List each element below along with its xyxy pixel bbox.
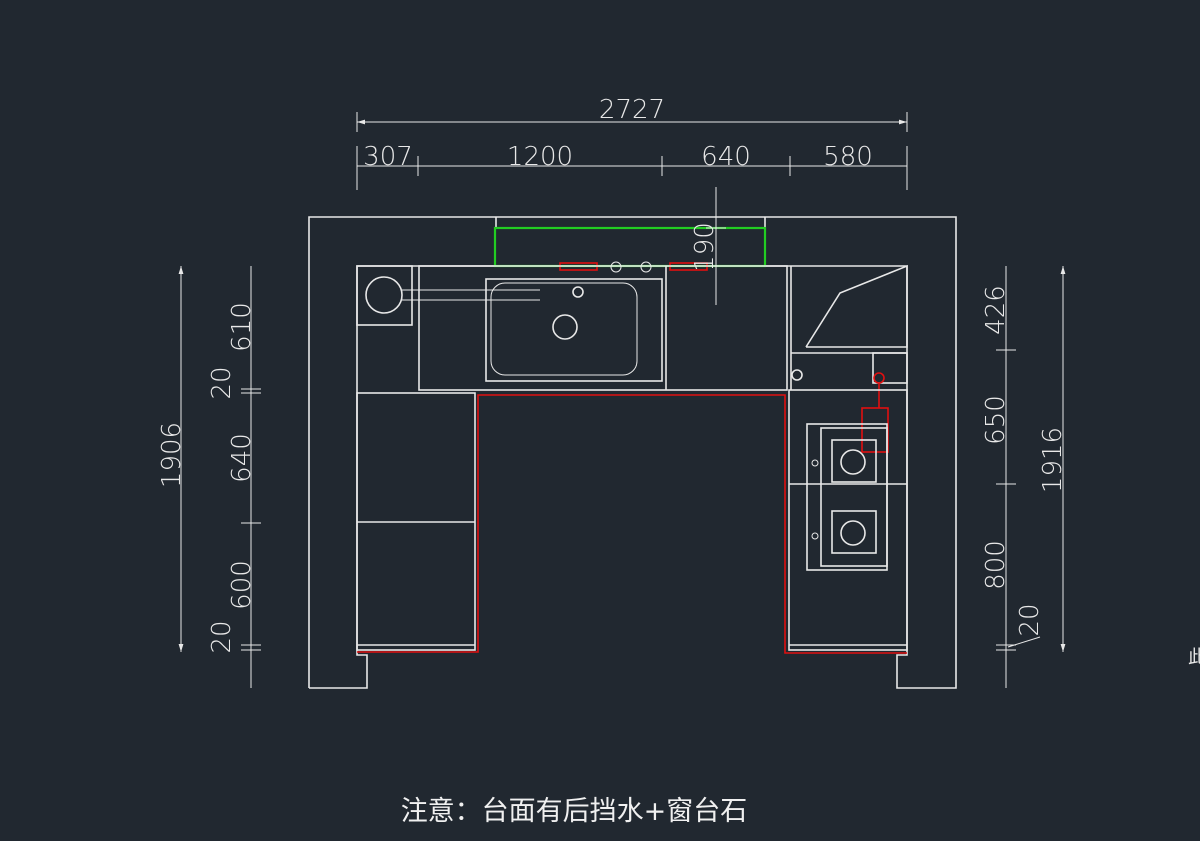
dim-total-depth: 1906 (157, 422, 187, 488)
dim-segment: 600 (227, 560, 257, 610)
gas-valve-icon (791, 369, 803, 381)
knob-icon (811, 459, 819, 467)
dim-segment: 800 (981, 540, 1011, 590)
dim-segment: 20 (207, 620, 237, 653)
valve-icon (610, 261, 622, 273)
dim-segment: 307 (363, 142, 413, 172)
upper-counter (356, 264, 908, 453)
dim-segment: 650 (981, 395, 1011, 445)
dims-top: 2727 307 1200 640 580 190 (356, 95, 908, 305)
drain-icon (552, 314, 578, 340)
dim-segment: 20 (1015, 603, 1045, 636)
dim-segment: 580 (823, 142, 873, 172)
dim-segment: 610 (227, 302, 257, 352)
dim-segment: 640 (701, 142, 751, 172)
dim-total-depth-right: 1916 (1038, 427, 1068, 493)
valve-icon (640, 261, 652, 273)
edge-text: 此 (1188, 647, 1200, 668)
countertop-edge (357, 394, 907, 654)
dims-left: 1906 610 20 640 600 20 (157, 266, 261, 688)
dims-right: 426 650 800 20 1916 (981, 266, 1068, 688)
dim-segment: 20 (207, 366, 237, 399)
dim-segment: 640 (227, 433, 257, 483)
right-cabinets (788, 389, 908, 651)
gas-stove (806, 423, 888, 571)
dim-segment: 426 (981, 285, 1011, 335)
sink (485, 278, 663, 382)
dim-segment: 1200 (507, 142, 573, 172)
left-cabinets (356, 392, 476, 651)
dim-total-width: 2727 (599, 95, 665, 125)
burner-icon (840, 520, 866, 546)
faucet-icon (572, 286, 584, 298)
knob-icon (811, 532, 819, 540)
burner-icon (840, 449, 866, 475)
note-text: 注意：台面有后挡水+窗台石 (401, 796, 748, 827)
gas-outlet-icon (873, 372, 885, 384)
trash-bin-icon (365, 276, 403, 314)
dim-backsplash: 190 (690, 222, 720, 272)
window-sill (493, 226, 767, 268)
